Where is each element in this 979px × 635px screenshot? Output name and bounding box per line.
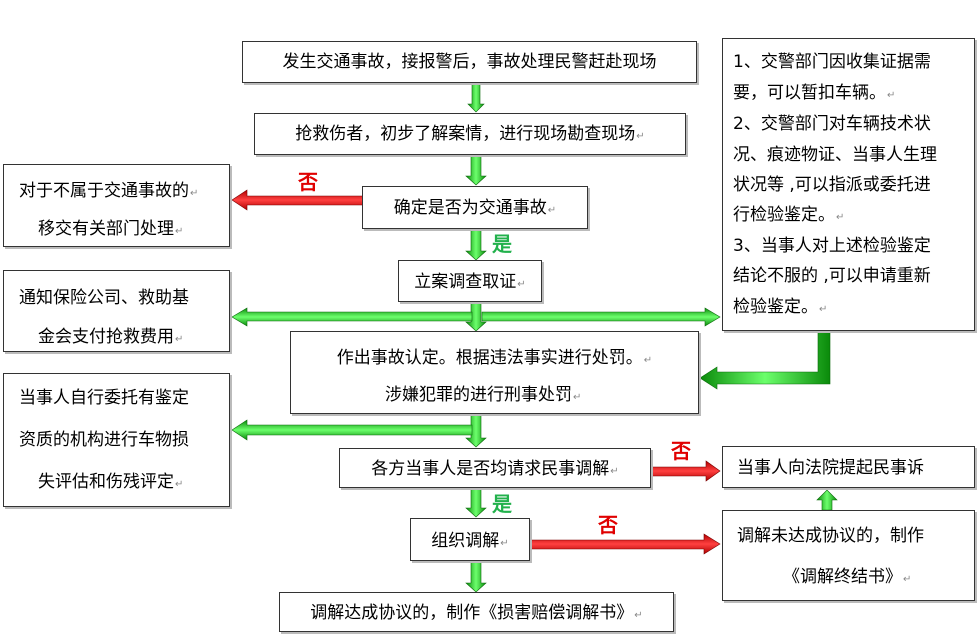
note-line-4: 况、痕迹物证、当事人生理	[733, 145, 937, 165]
arrow-mediation-to-organize	[465, 487, 487, 518]
transfer-line-1: 对于不属于交通事故的	[19, 181, 189, 201]
report-text: 发生交通事故，接报警后，事故处理民警赶赴现场	[282, 52, 657, 72]
label-no-organize: 否	[598, 513, 618, 537]
arrow-organize-failed	[530, 533, 721, 555]
appraisal-box: 当事人自行委托有鉴定 资质的机构进行车物损 失评估和伤残评定↵	[3, 373, 230, 507]
file-case-box: 立案调查取证↵	[398, 260, 542, 302]
determination-line-2: 涉嫌犯罪的进行刑事处罚	[385, 385, 572, 405]
arrow-confirm-to-file	[465, 227, 487, 261]
mediation-request-box: 各方当事人是否均请求民事调解↵	[339, 448, 651, 488]
arrow-file-to-determination	[465, 300, 487, 332]
determination-box: 作出事故认定。根据违法事实进行处罚。↵ 涉嫌犯罪的进行刑事处罚↵	[290, 331, 699, 414]
agreement-box: 调解达成协议的，制作《损害赔偿调解书》↵	[279, 592, 674, 632]
file-case-text: 立案调查取证	[414, 272, 517, 292]
appraisal-line-1: 当事人自行委托有鉴定	[19, 388, 189, 408]
arrow-to-notes	[481, 307, 721, 327]
note-line-6: 行检验鉴定。	[733, 205, 835, 225]
insurance-line-2: 金会支付抢救费用	[38, 327, 174, 347]
label-no-traffic: 否	[298, 170, 318, 194]
arrow-no-mediation-to-lawsuit	[651, 460, 721, 482]
notes-box: 1、交警部门因收集证据需 要，可以暂扣车辆。↵ 2、交警部门对车辆技术状 况、痕…	[722, 38, 975, 331]
determination-line-1: 作出事故认定。根据违法事实进行处罚。	[336, 348, 643, 368]
label-yes-mediation: 是	[492, 492, 512, 516]
insurance-line-1: 通知保险公司、救助基	[19, 288, 189, 308]
lawsuit-box: 当事人向法院提起民事诉	[722, 446, 975, 488]
arrow-report-to-rescue	[467, 81, 485, 113]
failed-line-1: 调解未达成协议的，制作	[737, 526, 924, 546]
organize-box: 组织调解↵	[410, 518, 530, 561]
agreement-text: 调解达成协议的，制作《损害赔偿调解书》	[310, 603, 634, 623]
arrow-to-insurance	[231, 307, 473, 327]
note-line-5: 状况等 ,可以指派或委托进	[733, 175, 931, 195]
arrow-rescue-to-confirm	[465, 154, 487, 186]
insurance-box: 通知保险公司、救助基 金会支付抢救费用↵	[3, 270, 230, 352]
organize-text: 组织调解	[431, 531, 500, 551]
failed-line-2: 《调解终结书》	[783, 567, 902, 587]
lawsuit-text: 当事人向法院提起民事诉	[737, 458, 924, 478]
arrow-failed-to-lawsuit	[816, 489, 838, 511]
note-line-2: 要，可以暂扣车辆。	[733, 83, 886, 103]
rescue-box: 抢救伤者，初步了解案情，进行现场勘查现场↵	[254, 113, 686, 155]
label-no-mediation: 否	[671, 439, 691, 463]
failed-box: 调解未达成协议的，制作 《调解终结书》↵	[722, 510, 975, 601]
arrow-to-appraisal	[231, 419, 473, 441]
arrow-determination-to-mediation	[465, 413, 487, 448]
report-box: 发生交通事故，接报警后，事故处理民警赶赴现场	[242, 41, 697, 83]
confirm-box: 确定是否为交通事故↵	[362, 186, 588, 229]
note-line-9: 检验鉴定。	[733, 297, 818, 317]
transfer-box: 对于不属于交通事故的↵ 移交有关部门处理↵	[3, 164, 230, 247]
appraisal-line-2: 资质的机构进行车物损	[19, 430, 189, 450]
note-line-8: 结论不服的 ,可以申请重新	[733, 266, 931, 286]
rescue-text: 抢救伤者，初步了解案情，进行现场勘查现场	[295, 124, 636, 144]
arrow-organize-to-agreement	[465, 560, 487, 593]
arrow-notes-to-determination	[699, 329, 831, 390]
mediation-request-text: 各方当事人是否均请求民事调解	[371, 459, 610, 479]
transfer-line-2: 移交有关部门处理	[38, 219, 174, 239]
note-line-3: 2、交警部门对车辆技术状	[733, 114, 931, 134]
label-yes-traffic: 是	[492, 232, 512, 256]
arrow-not-traffic-accident	[231, 189, 364, 211]
appraisal-line-3: 失评估和伤残评定	[38, 472, 174, 492]
confirm-text: 确定是否为交通事故	[393, 198, 547, 218]
note-line-1: 1、交警部门因收集证据需	[733, 52, 931, 72]
note-line-7: 3、当事人对上述检验鉴定	[733, 236, 931, 256]
